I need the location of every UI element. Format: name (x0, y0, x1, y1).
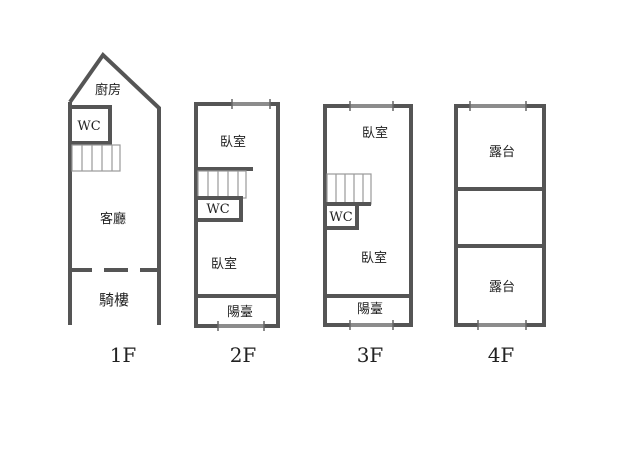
floor-2f-wc-wall (194, 196, 243, 222)
floor-2f-top-window (231, 99, 271, 109)
floor-1f-living-label: 客廳 (100, 211, 126, 227)
floor-3f-top-window (349, 101, 394, 111)
floor-4f-top-window (469, 101, 527, 111)
floor-1f-kitchen-label: 廚房 (95, 82, 121, 98)
floor-3f-bedroom-bottom-label: 臥室 (361, 250, 387, 266)
floor-1f-arcade-label: 騎樓 (99, 291, 129, 309)
floor-2f: 臥室 WC 臥室 陽臺 2F (194, 99, 280, 367)
floor-1f-stairs (71, 144, 121, 172)
floor-2f-bedroom-top-label: 臥室 (220, 134, 246, 150)
floor-2f-stairs (197, 170, 247, 199)
floor-2f-wc-label: WC (206, 202, 229, 217)
floor-2f-bottom-window (217, 321, 265, 331)
floor-4f: 露台 露台 4F (454, 101, 546, 367)
floor-1f-wc-label: WC (77, 119, 100, 134)
floor-4f-terrace-top-label: 露台 (489, 145, 515, 160)
floor-3f-bottom-window (349, 320, 394, 330)
floor-2f-bedroom-bottom-label: 臥室 (211, 256, 237, 272)
floor-3f-wc-wall (323, 202, 359, 230)
floor-3f-title: 3F (357, 343, 384, 367)
floor-1f: 廚房 WC 客廳 騎樓 1F (68, 51, 161, 367)
floor-4f-terrace-bottom-label: 露台 (489, 280, 515, 295)
floor-4f-bottom-window (477, 320, 527, 330)
floor-2f-balcony-label: 陽臺 (227, 305, 253, 320)
floor-3f-stairs (326, 173, 372, 205)
floor-4f-title: 4F (488, 343, 515, 367)
floor-3f-bedroom-top-label: 臥室 (362, 125, 388, 141)
floor-3f-wc-label: WC (329, 210, 352, 225)
floor-3f: 臥室 WC 臥室 陽臺 3F (323, 101, 413, 367)
floor-1f-title: 1F (110, 343, 137, 367)
floor-1f-wc-wall (68, 105, 112, 145)
floor-2f-title: 2F (230, 343, 257, 367)
floor-3f-balcony-label: 陽臺 (357, 302, 383, 317)
floor-1f-outer-wall (68, 51, 161, 325)
